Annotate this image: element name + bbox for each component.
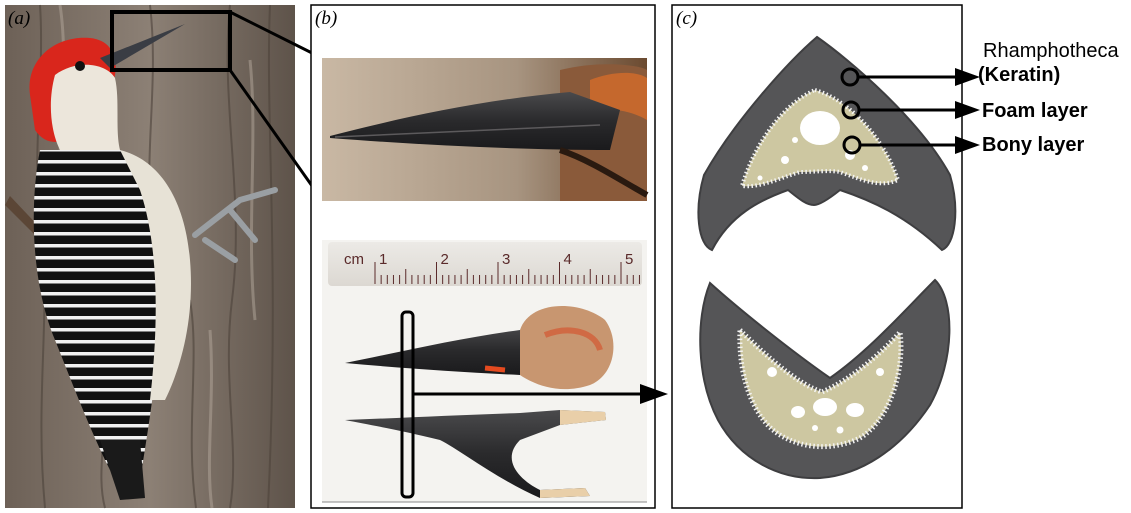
ruler-tick-label: 1 [379, 251, 387, 268]
label-foam-layer: Foam layer [982, 100, 1088, 122]
label-rhamphotheca: Rhamphotheca [983, 40, 1120, 62]
skull-photo: cm 1 2 3 4 5 [322, 240, 647, 502]
upper-void [800, 111, 840, 145]
label-keratin: (Keratin) [978, 64, 1060, 86]
panel-a: (a) [5, 5, 295, 508]
ruler-tick-label: 5 [625, 251, 633, 268]
panel-b-label: (b) [315, 8, 337, 29]
panel-c: (c) [672, 5, 980, 508]
label-bony-layer: Bony layer [982, 134, 1084, 156]
panel-b: cm 1 2 3 4 5 (b) [311, 5, 655, 508]
ruler-tick-label: 4 [564, 251, 572, 268]
panel-c-label: (c) [676, 8, 697, 29]
woodpecker-eye [75, 61, 85, 71]
woodpecker-face [51, 65, 120, 150]
beak-closeup-photo [322, 58, 647, 201]
ruler-tick-label: 3 [502, 251, 510, 268]
ruler-tick-label: 2 [441, 251, 449, 268]
ruler-unit: cm [344, 251, 364, 268]
panel-a-label: (a) [8, 8, 30, 29]
